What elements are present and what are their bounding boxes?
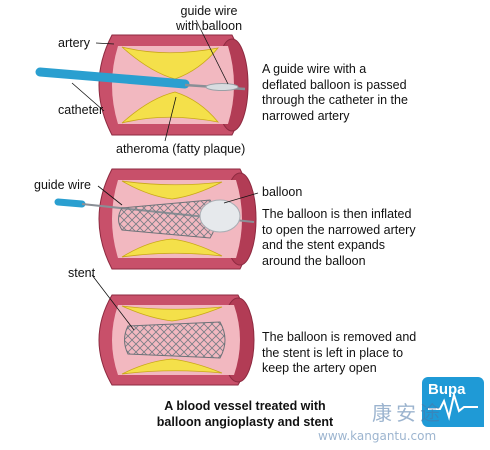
deflated-balloon-1 — [205, 83, 239, 91]
artery-panel-2 — [54, 168, 259, 270]
plaque-bottom-3 — [121, 358, 223, 375]
description-step-3: The balloon is removed and the stent is … — [262, 330, 417, 375]
label-artery: artery — [58, 36, 90, 50]
description-step-1: A guide wire with a deflated balloon is … — [262, 62, 408, 123]
plaque-top-1 — [121, 46, 220, 80]
plaque-top-3 — [121, 305, 223, 322]
heartbeat-icon — [428, 391, 478, 421]
label-balloon: balloon — [262, 185, 303, 199]
plaque-top-2 — [121, 180, 223, 200]
label-guide-wire-with-balloon: guide wire with balloon — [176, 4, 243, 33]
stent-in-place — [124, 321, 226, 359]
bupa-logo: Bupa — [422, 377, 484, 427]
inflated-balloon — [199, 199, 241, 233]
figure-caption: A blood vessel treated with balloon angi… — [156, 399, 334, 429]
catheter-tube — [35, 67, 190, 89]
artery-panel-1 — [35, 19, 249, 142]
plaque-bottom-1 — [121, 91, 220, 124]
label-stent: stent — [68, 266, 96, 280]
watermark-chinese: 康安途 — [372, 401, 444, 425]
catheter-stub — [54, 198, 86, 208]
artery-panel-3 — [91, 274, 255, 386]
label-atheroma: atheroma (fatty plaque) — [116, 142, 246, 156]
label-catheter: catheter — [58, 103, 104, 117]
label-guide-wire: guide wire — [34, 178, 91, 192]
plaque-bottom-2 — [121, 238, 223, 258]
description-step-2: The balloon is then inflated to open the… — [262, 207, 416, 268]
watermark-url: www.kangantu.com — [318, 429, 437, 443]
